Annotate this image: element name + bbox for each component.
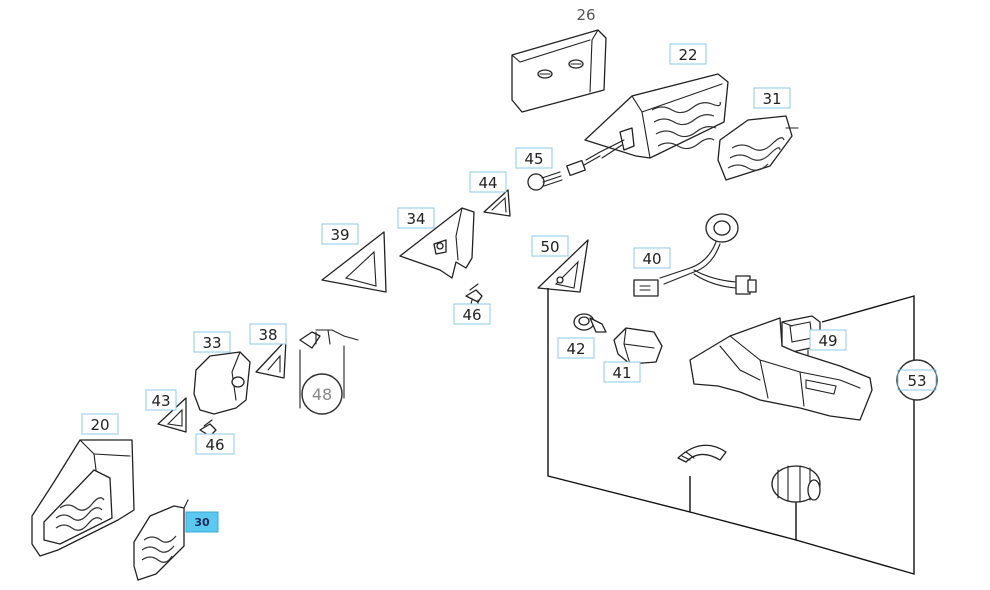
part-43-drawing: [157, 397, 187, 433]
callout-53[interactable]: 53: [896, 359, 938, 401]
part-34-drawing: [399, 207, 475, 279]
part-53-drawing: [547, 288, 915, 575]
callout-31[interactable]: 31: [753, 87, 791, 109]
callout-34[interactable]: 34: [397, 207, 435, 229]
callout-45[interactable]: 45: [515, 147, 553, 169]
svg-text:41: 41: [612, 364, 631, 382]
svg-text:46: 46: [462, 306, 481, 324]
part-39-drawing: [321, 231, 387, 293]
svg-text:53: 53: [907, 372, 926, 390]
svg-text:46: 46: [205, 436, 224, 454]
callout-46-lower[interactable]: 46: [195, 433, 235, 455]
svg-text:22: 22: [678, 46, 697, 64]
part-31-drawing: [717, 115, 799, 181]
part-38-drawing: [255, 339, 287, 379]
svg-text:42: 42: [566, 340, 585, 358]
part-22-drawing: [584, 73, 729, 161]
svg-text:43: 43: [151, 392, 170, 410]
svg-text:45: 45: [524, 150, 543, 168]
part-48-drawing: [299, 329, 359, 409]
part-45-drawing: [527, 155, 601, 191]
svg-text:38: 38: [258, 326, 277, 344]
part-40-drawing: [633, 213, 757, 297]
svg-text:30: 30: [194, 516, 210, 529]
part-20-drawing: [31, 439, 135, 557]
svg-text:26: 26: [576, 6, 595, 24]
svg-text:33: 33: [202, 334, 221, 352]
svg-text:31: 31: [762, 90, 781, 108]
svg-text:49: 49: [818, 332, 837, 350]
callout-33[interactable]: 33: [193, 331, 231, 353]
callout-22[interactable]: 22: [669, 43, 707, 65]
callout-48[interactable]: 48: [301, 373, 343, 415]
part-26-drawing: [511, 29, 607, 113]
callout-20[interactable]: 20: [81, 413, 119, 435]
callout-50[interactable]: 50: [531, 235, 569, 257]
center-console-drawing: [689, 317, 873, 421]
callout-43[interactable]: 43: [145, 389, 177, 411]
svg-text:44: 44: [478, 174, 497, 192]
svg-text:50: 50: [540, 238, 559, 256]
callout-42[interactable]: 42: [557, 337, 595, 359]
callout-41[interactable]: 41: [603, 361, 641, 383]
callout-30-selected[interactable]: 30: [185, 511, 219, 533]
svg-text:40: 40: [642, 250, 661, 268]
callout-46-upper[interactable]: 46: [453, 303, 491, 325]
svg-text:20: 20: [90, 416, 109, 434]
svg-text:39: 39: [330, 226, 349, 244]
svg-text:34: 34: [406, 210, 425, 228]
part-42-drawing: [573, 313, 607, 333]
part-41-drawing: [613, 327, 663, 365]
svg-text:48: 48: [312, 385, 332, 404]
callout-40[interactable]: 40: [633, 247, 671, 269]
callout-44[interactable]: 44: [469, 171, 507, 193]
part-30-drawing: [133, 499, 189, 581]
callout-26[interactable]: 26: [576, 6, 595, 24]
callout-49[interactable]: 49: [809, 329, 847, 351]
part-50-drawing: [537, 239, 589, 293]
callout-38[interactable]: 38: [249, 323, 287, 345]
callout-39[interactable]: 39: [321, 223, 359, 245]
part-33-drawing: [193, 351, 251, 415]
part-44-drawing: [483, 189, 511, 217]
